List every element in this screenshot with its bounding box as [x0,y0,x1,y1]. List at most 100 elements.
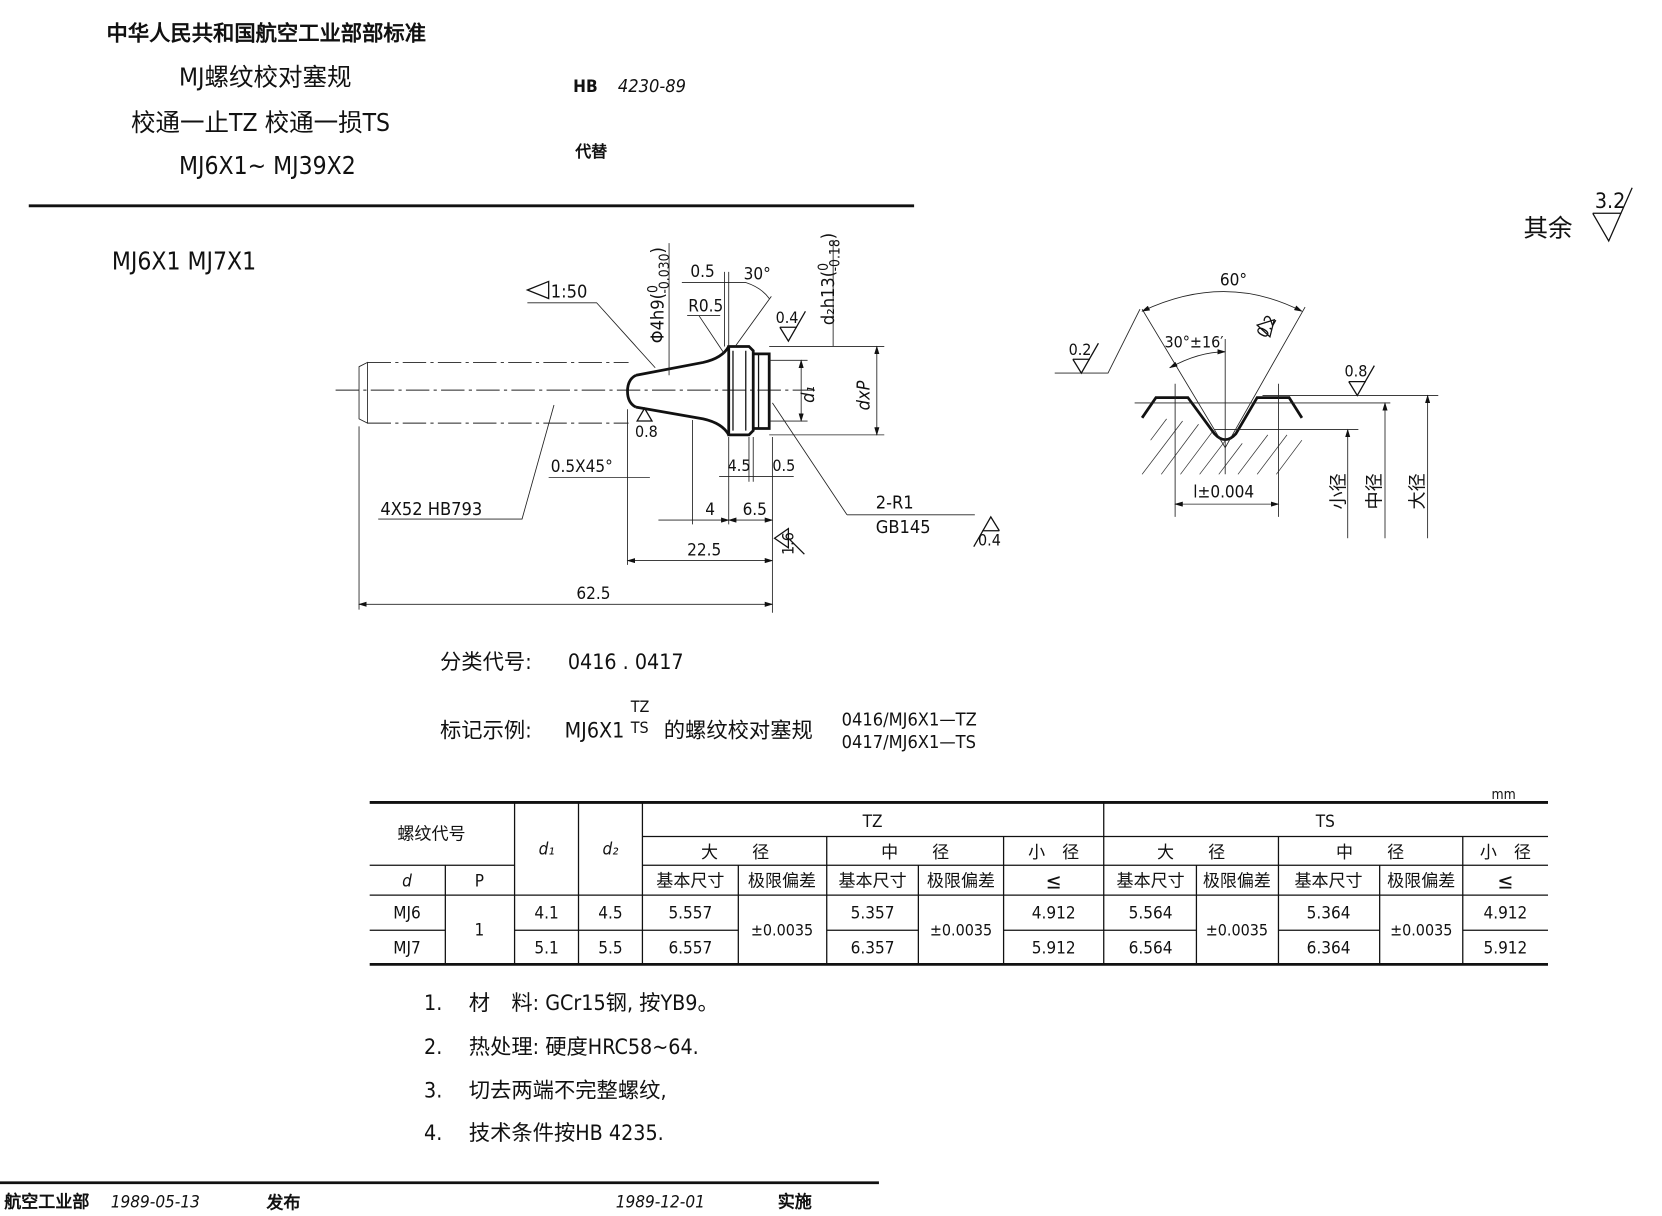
th-tz: TZ [862,812,883,832]
pitch-diameter-label: 中径 [1365,473,1386,509]
classification: 分类代号: 0416 . 0417 [440,650,684,675]
cell-tz-pitch-tol: ±0.0035 [930,921,992,940]
thread-angle-label: 60° [1220,271,1247,291]
marking-sub: TS [630,718,649,737]
default-roughness-value: 3.2 [1595,189,1625,214]
view-title: MJ6X1 MJ7X1 [112,247,256,276]
taper-label: 1:50 [551,281,588,302]
handle-label: 4X52 HB793 [380,499,482,520]
roughness-symbol-icon [1592,187,1633,243]
marking-code: MJ6X1 [565,718,625,743]
footer-effective-date: 1989-12-01 [616,1192,705,1212]
th-ts: TS [1315,812,1335,832]
flank-roughness-icon [1255,318,1276,339]
center-hole-label: 2-R1 [876,492,914,513]
note-text: 切去两端不完整螺纹, [469,1079,667,1104]
center-hole-standard: GB145 [876,517,931,538]
standard-prefix: HB [573,77,598,97]
dim-6-5: 6.5 [743,500,767,520]
cell-ts-minor: 4.912 [1483,904,1527,924]
note-text: 材 料: GCr15钢, 按YB9。 [469,991,719,1016]
d2-tolerance-label: d₂h13(0-0.18) [816,233,844,325]
major-diameter-label: 大径 [1407,473,1428,509]
th-ts-major: 大 径 [1157,843,1225,863]
edge-chamfer-label: 0.5X45° [551,457,613,477]
footer: 航空工业部 1989-05-13 发布 1989-12-01 实施 [0,1181,879,1213]
th-ts-minor-le: ≤ [1497,870,1513,895]
fillet-label: R0.5 [688,296,723,316]
title-line-2: 校通一止TZ 校通一损TS [131,108,390,137]
footer-issuer: 航空工业部 [4,1191,89,1212]
crest-roughness-label: 0.8 [1345,361,1368,380]
cell-d2: 4.5 [598,904,622,924]
roughness-16-label: 1.6 [779,532,798,555]
cell-d1: 5.1 [534,939,558,959]
cell-tz-minor: 4.912 [1032,904,1076,924]
marking-example: 标记示例: MJ6X1 TZ TS 的螺纹校对塞规 0416/MJ6X1—TZ … [440,697,977,753]
replaces-label: 代替 [574,142,607,161]
th-tz-major: 大 径 [701,843,769,863]
cell-ts-minor: 5.912 [1483,939,1527,959]
classification-label: 分类代号: [440,650,532,675]
marking-example-2: 0417/MJ6X1—TS [842,732,976,753]
cell-tz-pitch: 6.357 [851,939,895,959]
th-tz-minor: 小 径 [1028,843,1079,863]
th-tz-pitch-tol: 极限偏差 [927,872,995,892]
cell-ts-major: 6.564 [1129,939,1173,959]
gauge-drawing: d₁ dxP d₂h13(0-0.18) Φ4h9(0-0.030) 1:50 … [335,233,1001,613]
cell-tz-major-tol: ±0.0035 [751,921,813,940]
note-number: 3. [424,1079,442,1104]
cell-ts-pitch: 5.364 [1307,904,1351,924]
cell-tz-major: 5.557 [668,904,712,924]
th-ts-major-basic: 基本尺寸 [1117,872,1185,892]
header: 中华人民共和国航空工业部部标准 MJ螺纹校对塞规 校通一止TZ 校通一损TS M… [28,21,915,208]
default-roughness: 其余 3.2 [1524,187,1633,243]
dim-22-5: 22.5 [687,540,721,560]
roughness-04-right: 0.4 [978,531,1001,550]
th-ts-major-tol: 极限偏差 [1203,872,1271,892]
roughness-08-icon [635,406,654,422]
marking-example-1: 0416/MJ6X1—TZ [842,710,977,731]
th-tz-major-tol: 极限偏差 [748,872,816,892]
half-angle-label: 30°±16′ [1164,333,1223,352]
dim-62-5: 62.5 [576,584,610,604]
title-line-3: MJ6X1~ MJ39X2 [179,151,356,180]
note-number: 2. [424,1035,442,1060]
table-row: MJ7 5.1 5.5 6.557 6.357 5.912 6.564 6.36… [393,939,1527,959]
title-line-1: MJ螺纹校对塞规 [179,62,352,91]
cell-d: MJ7 [393,939,421,959]
th-ts-pitch: 中 径 [1336,843,1404,863]
table-unit: mm [1492,787,1516,803]
table-row: MJ6 4.1 4.5 5.557 5.357 4.912 5.564 5.36… [393,904,1527,924]
phi4-tolerance-label: Φ4h9(0-0.030) [645,247,673,343]
cell-tz-major: 6.557 [668,939,712,959]
default-roughness-label: 其余 [1524,214,1573,243]
th-tz-pitch: 中 径 [881,843,949,863]
pitch-tolerance-label: l±0.004 [1193,483,1254,503]
cell-d2: 5.5 [598,939,622,959]
dim-4-5: 4.5 [728,456,751,475]
note-text: 热处理: 硬度HRC58~64. [469,1035,699,1060]
footer-issue-label: 发布 [265,1192,300,1213]
taper-icon [525,280,550,300]
technical-notes: 1. 材 料: GCr15钢, 按YB9。 2. 热处理: 硬度HRC58~64… [424,991,719,1146]
roughness-08-label: 0.8 [635,422,658,441]
footer-issue-date: 1989-05-13 [111,1192,200,1212]
cell-ts-major-tol: ±0.0035 [1206,921,1268,940]
th-p: P [475,872,484,892]
th-tz-pitch-basic: 基本尺寸 [838,872,906,892]
roughness-04-top: 0.4 [776,308,799,327]
note-number: 4. [424,1121,442,1146]
d1-label: d₁ [798,386,819,403]
cell-p-merged: 1 [475,921,485,941]
note-number: 1. [424,991,442,1016]
th-d: d [402,872,412,892]
cell-d1: 4.1 [534,904,558,924]
th-ts-minor: 小 径 [1480,843,1531,863]
dim-4: 4 [705,500,715,520]
minor-diameter-label: 小径 [1329,473,1350,509]
issuing-org: 中华人民共和国航空工业部部标准 [107,21,426,47]
marking-desc: 的螺纹校对塞规 [664,718,813,743]
roughness-16-icon [773,527,805,555]
chamfer-width-label: 0.5 [690,262,714,282]
